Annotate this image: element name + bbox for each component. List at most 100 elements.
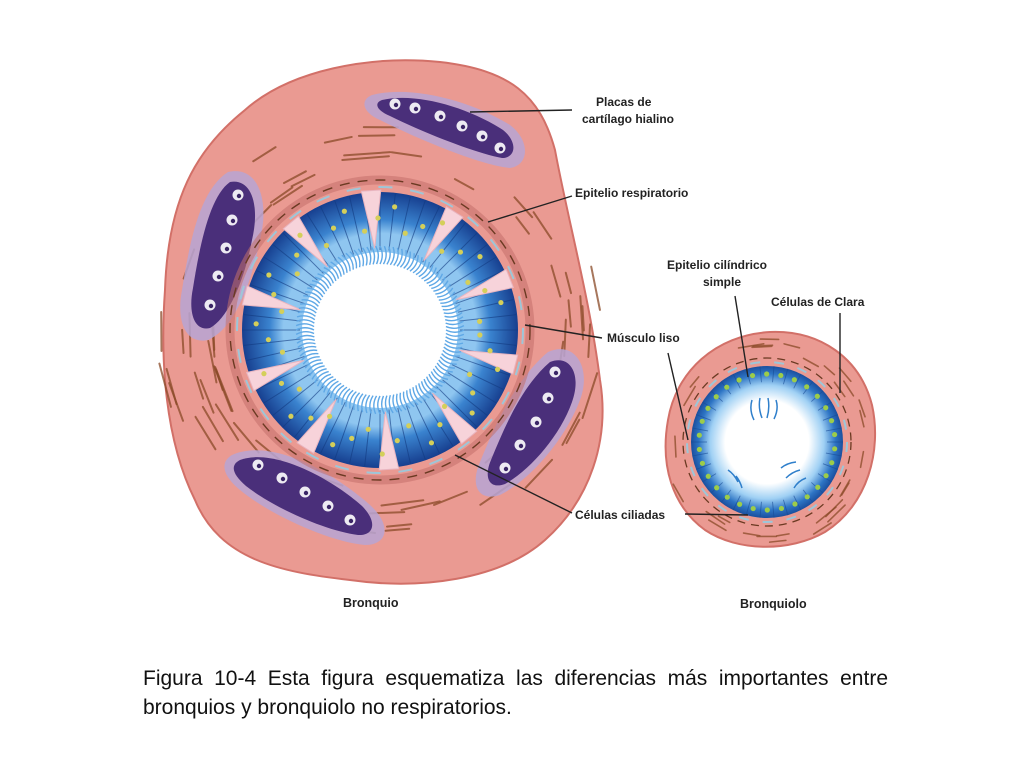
cilium: [415, 385, 427, 402]
cilium: [392, 394, 399, 413]
cartilage-plate: [364, 91, 525, 168]
cell-boundary: [457, 299, 514, 313]
cilium: [382, 245, 387, 265]
nucleus: [477, 332, 483, 338]
subtitle-bronchus: Bronquio: [343, 596, 399, 610]
chondrocyte-nucleus: [460, 124, 466, 130]
cell-boundary: [243, 338, 301, 346]
cilium: [296, 319, 315, 324]
cilia: [295, 245, 465, 415]
cell-boundary: [692, 427, 709, 432]
cilium: [377, 395, 381, 415]
cilium: [357, 393, 364, 412]
cilium: [341, 388, 351, 405]
cilium: [395, 393, 403, 412]
cilium: [444, 343, 463, 349]
nucleus: [477, 318, 483, 324]
cell-boundary: [459, 338, 517, 346]
nucleus: [705, 473, 711, 479]
nucleus: [341, 208, 347, 214]
cilium: [380, 395, 386, 415]
nucleus: [296, 386, 302, 392]
label-cartilage: Placas de cartílago hialino: [582, 95, 674, 126]
nucleus: [392, 204, 398, 210]
cilium: [388, 394, 394, 414]
cilium: [345, 389, 354, 407]
connective-fiber: [674, 435, 677, 458]
connective-fiber: [269, 186, 294, 204]
cell-boundary: [692, 452, 709, 457]
cilium: [361, 394, 367, 413]
connective-fiber: [707, 519, 727, 532]
cell-boundary: [745, 499, 752, 516]
leader-lines: [454, 109, 841, 516]
cilium: [300, 303, 318, 311]
cilium: [302, 356, 320, 365]
cilium: [361, 247, 368, 266]
cilium: [366, 246, 372, 266]
connective-fiber: [272, 184, 303, 206]
connective-fiber: [207, 339, 218, 384]
connective-fiber: [705, 510, 726, 525]
connective-fiber: [513, 196, 534, 219]
cilium: [353, 249, 361, 268]
nucleus: [437, 422, 443, 428]
cilium: [423, 378, 437, 394]
cell-boundary: [459, 314, 517, 322]
connective-fiber: [214, 403, 240, 441]
nucleus: [829, 460, 835, 466]
nucleus: [265, 337, 272, 343]
cell-boundary: [825, 452, 842, 457]
nucleus: [823, 473, 829, 479]
cilium: [412, 387, 423, 404]
connective-fiber: [581, 305, 585, 332]
cilium: [349, 251, 358, 269]
cilium: [443, 307, 462, 315]
cilium: [297, 311, 316, 317]
cell-boundary: [782, 499, 789, 516]
cilium: [445, 336, 464, 341]
cell-boundary: [388, 193, 396, 251]
cilium: [320, 269, 334, 284]
nucleus: [266, 272, 272, 278]
nucleus: [308, 415, 314, 421]
connective-fiber: [199, 379, 215, 414]
nucleus: [699, 460, 706, 466]
cell-boundary: [414, 206, 440, 259]
connective-fiber: [827, 504, 846, 523]
nucleus: [361, 228, 368, 234]
nucleus: [778, 505, 785, 512]
nucleus: [288, 413, 294, 419]
cilium: [445, 324, 465, 330]
nucleus: [271, 291, 277, 298]
connective-fiber: [453, 178, 475, 191]
cilium: [445, 332, 465, 337]
connective-fiber: [689, 376, 700, 388]
cell-boundary: [447, 372, 497, 404]
nucleus: [420, 223, 426, 230]
cilium: [369, 395, 374, 414]
cell-boundary: [793, 373, 802, 389]
nucleus: [330, 442, 336, 448]
cell-boundary: [772, 366, 775, 383]
cell-boundary: [256, 364, 309, 390]
chondrocyte-nucleus: [216, 274, 222, 280]
connective-fiber: [590, 265, 601, 311]
nucleus: [279, 349, 286, 355]
connective-fiber: [550, 264, 562, 298]
connective-fiber: [815, 506, 837, 524]
nucleus: [737, 501, 743, 507]
cilium: [386, 246, 391, 265]
cell-boundary: [422, 397, 454, 447]
nucleus: [327, 413, 333, 419]
cell-boundary: [364, 409, 372, 467]
cilium: [317, 273, 332, 287]
cilium: [301, 299, 319, 307]
cilium: [426, 270, 441, 284]
cell-boundary: [334, 405, 355, 460]
connective-fiber: [158, 362, 172, 408]
cell-boundary: [349, 196, 363, 253]
connective-fiber: [567, 299, 572, 328]
leader-smooth-muscle-bronchiole: [667, 352, 689, 441]
nucleus: [394, 438, 400, 444]
